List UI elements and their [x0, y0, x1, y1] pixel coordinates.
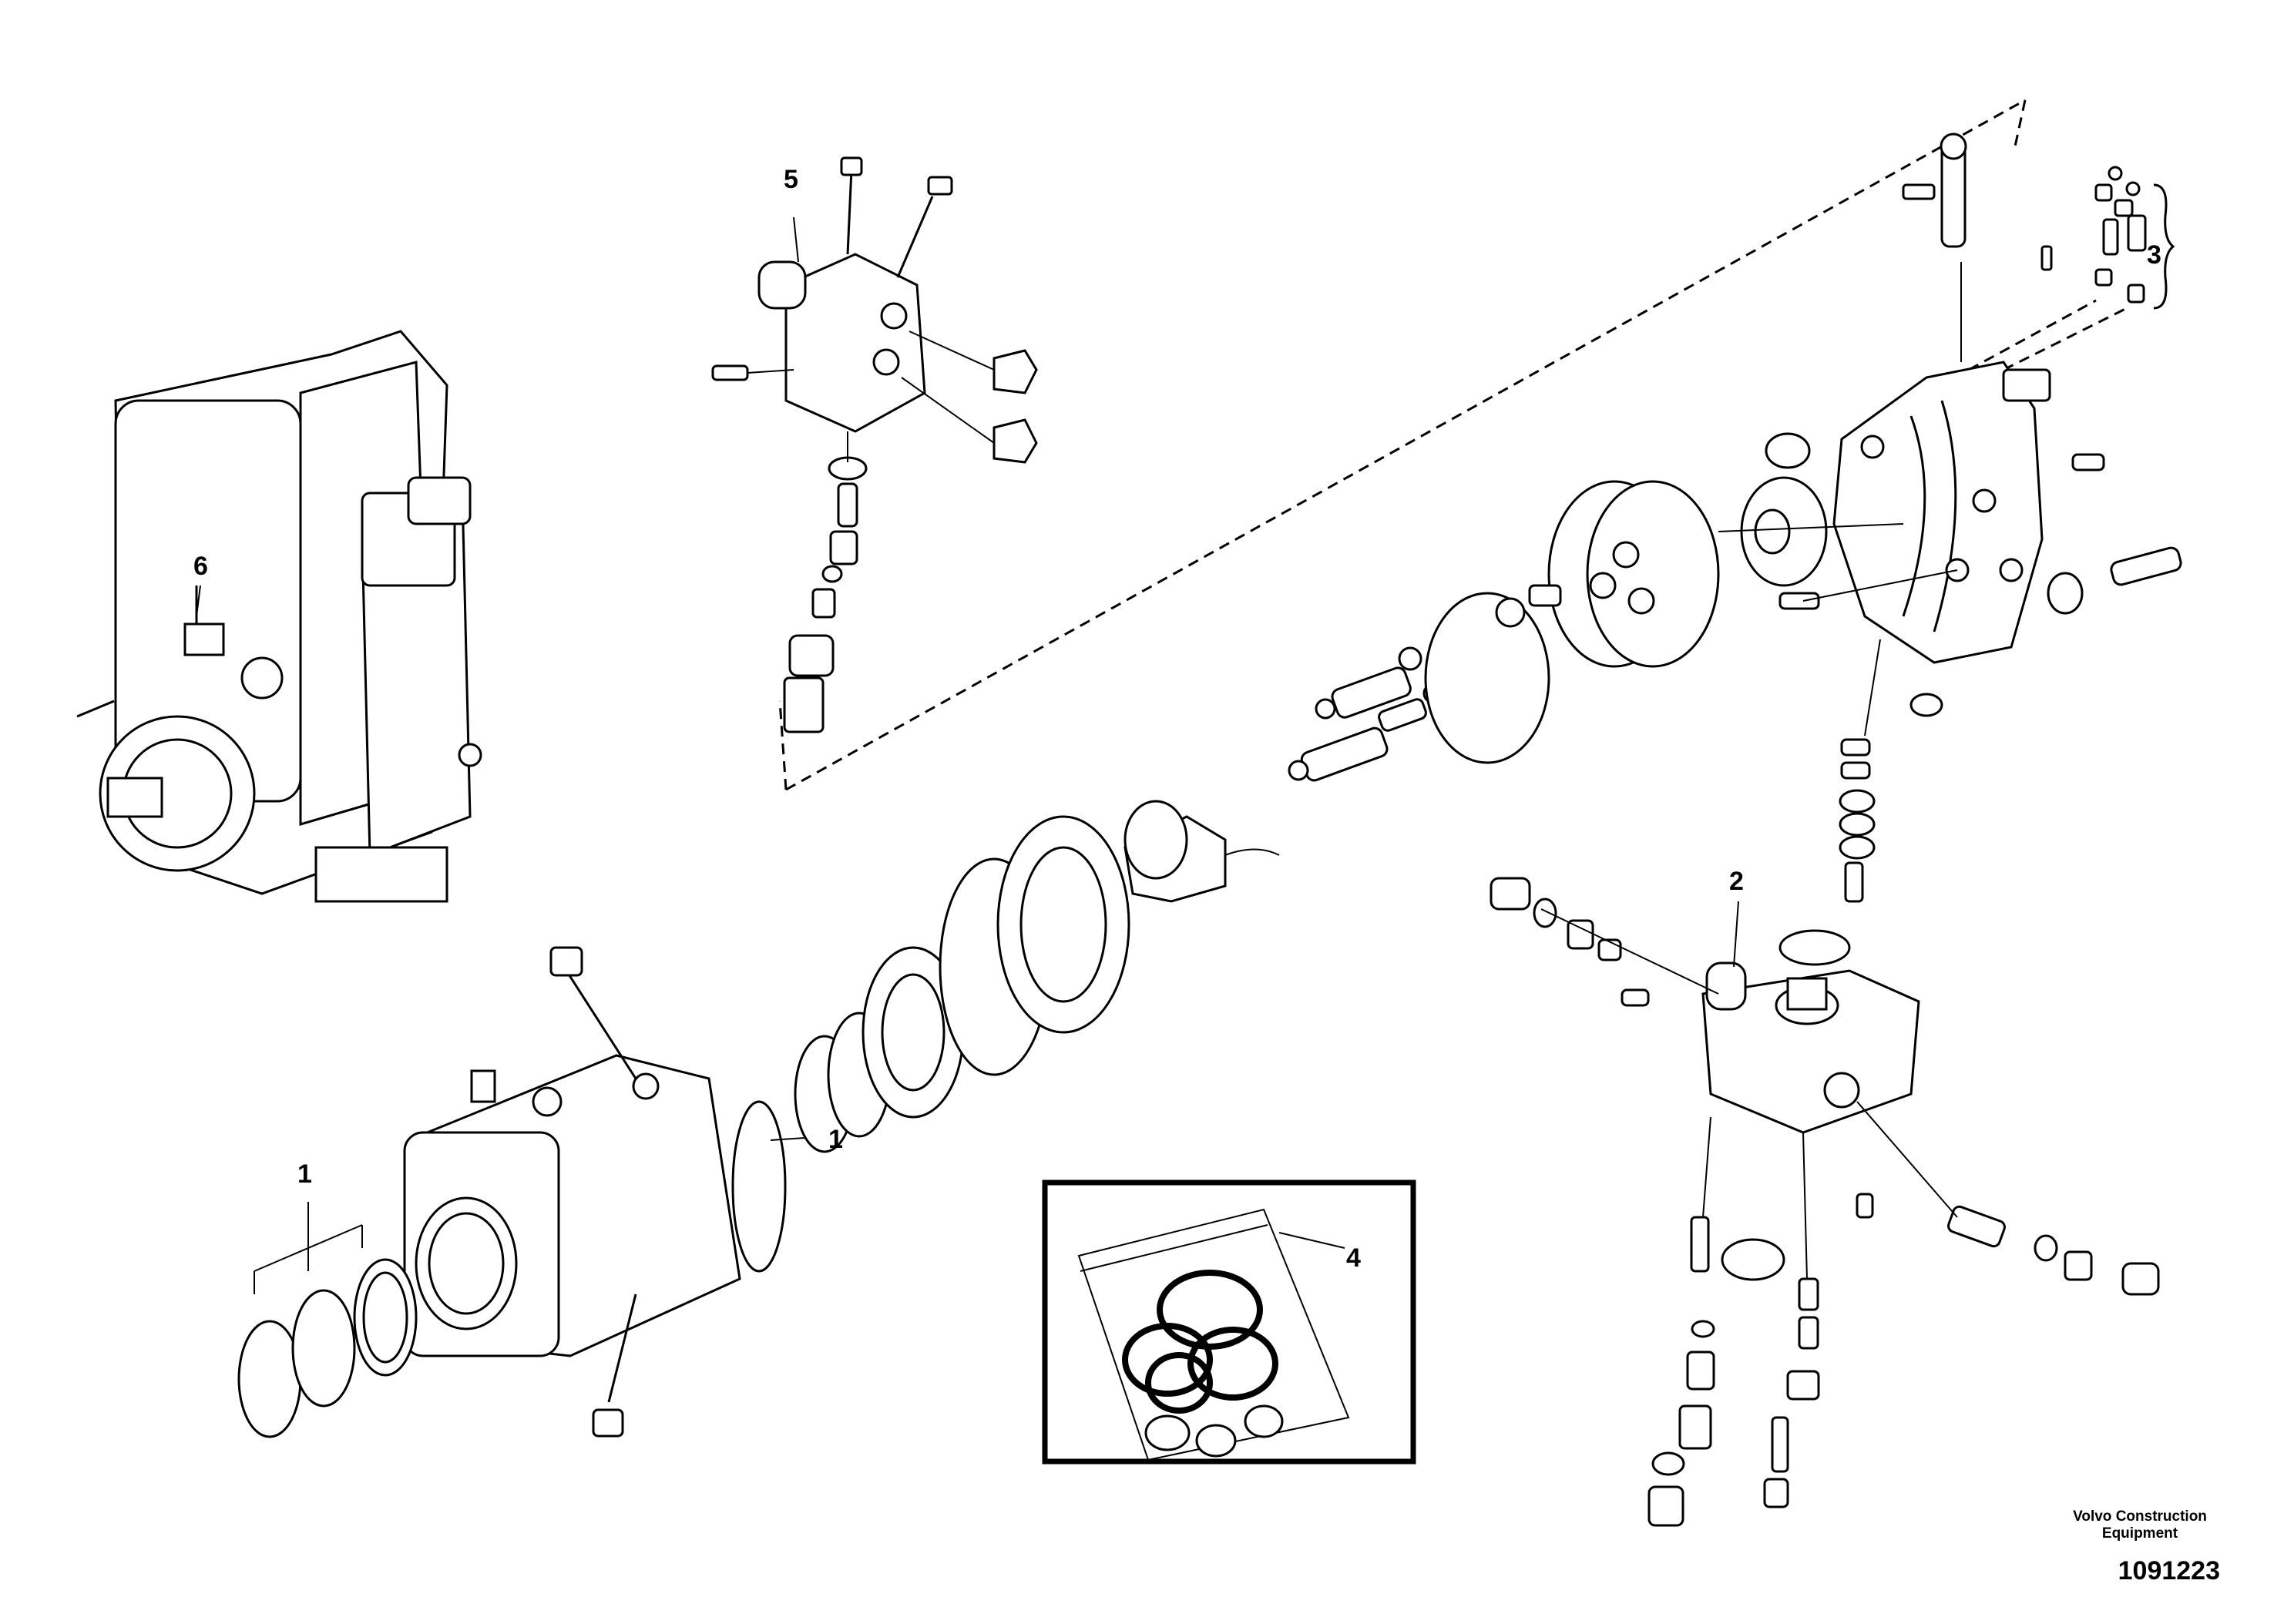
assembly-guide-lines: [778, 99, 2128, 791]
callout-4: 4: [1346, 1243, 1361, 1273]
control-valve-lower: [1490, 877, 2160, 1527]
housing-bolts: [549, 946, 637, 1438]
pistons-and-cylinder-block: [1288, 476, 1828, 782]
brand-label: Volvo Construction Equipment: [2040, 1508, 2240, 1542]
callout-3: 3: [2147, 240, 2161, 270]
callout-1-left: 1: [297, 1159, 312, 1189]
callout-6: 6: [193, 552, 208, 581]
brand-line-1: Volvo Construction: [2073, 1508, 2207, 1525]
shaft-seal-rings-left: [237, 1202, 418, 1438]
bearings-and-shaft: [794, 800, 1280, 1153]
assembled-hydraulic-motor: [76, 330, 482, 903]
callout-5: 5: [784, 165, 798, 194]
brand-line-2: Equipment: [2101, 1525, 2178, 1542]
seal-kit-bag: [1042, 1179, 1416, 1465]
motor-housing: [403, 1054, 787, 1357]
callout-leaders: [196, 216, 1739, 1249]
figure-number: 1091223: [2118, 1556, 2220, 1585]
end-cover-small-parts: [1839, 133, 2175, 903]
callout-1-right: 1: [828, 1125, 843, 1154]
callout-2: 2: [1729, 867, 1744, 896]
control-valve-upper: [711, 156, 1038, 733]
end-cover-assembly: [1718, 361, 2182, 717]
